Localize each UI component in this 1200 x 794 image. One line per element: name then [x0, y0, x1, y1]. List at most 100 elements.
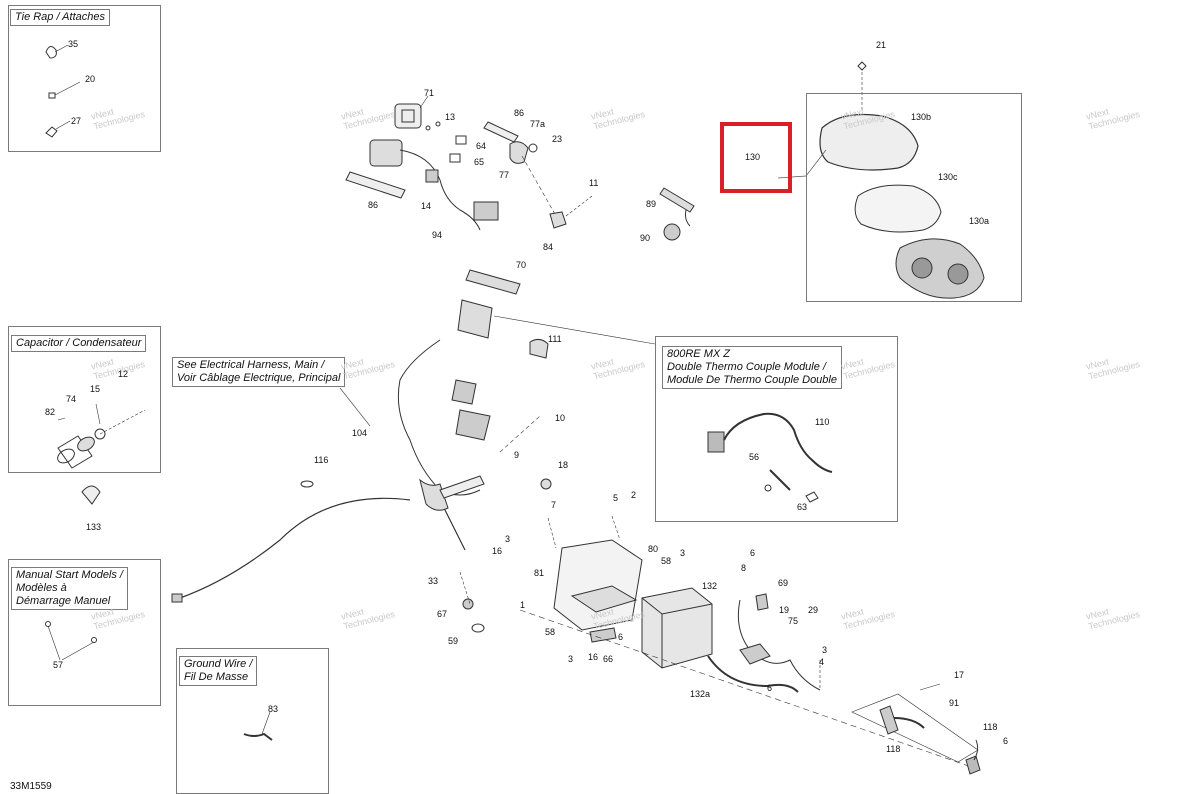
part-67 [462, 598, 474, 610]
part-label: 82 [45, 407, 56, 417]
tether-switch-part-90 [663, 223, 681, 241]
part-label: 5 [613, 493, 619, 503]
part-label: 56 [749, 452, 760, 462]
gauge-cluster-part-130 [819, 113, 985, 299]
part-label: 80 [648, 544, 659, 554]
tie-rap-box [8, 5, 161, 152]
part-label: 57 [53, 660, 64, 670]
part-label: 16 [492, 546, 503, 556]
part-label: 70 [516, 260, 527, 270]
part-label: 130a [969, 216, 990, 226]
part-label: 65 [474, 157, 485, 167]
part-label: 77 [499, 170, 510, 180]
tether-cord-part-89 [659, 187, 695, 213]
part-label: 89 [646, 199, 657, 209]
holder-part-84 [549, 211, 567, 229]
thermo-couple-part-110 [707, 412, 833, 491]
washer-part-74 [94, 428, 106, 440]
part-label: 84 [543, 242, 554, 252]
part-label: 19 [779, 605, 790, 615]
cover-part-133 [81, 485, 101, 505]
part-label: 91 [949, 698, 960, 708]
part-label: 90 [640, 233, 651, 243]
part-label: 58 [545, 627, 556, 637]
part-label: 67 [437, 609, 448, 619]
part-label: 86 [514, 108, 525, 118]
part-label: 83 [268, 704, 279, 714]
part-label: 3 [680, 548, 686, 558]
part-label: 23 [552, 134, 563, 144]
part-label: 130c [938, 172, 958, 182]
part-label: 3 [822, 645, 828, 655]
part-label: 118 [983, 722, 998, 732]
part-label: 14 [421, 201, 432, 211]
part-label: 59 [448, 636, 459, 646]
part-label: 71 [424, 88, 435, 98]
capacitor-box [8, 326, 161, 473]
part-label: 74 [66, 394, 77, 404]
clip-part-66 [589, 627, 617, 643]
part-label: 66 [603, 654, 614, 664]
part-label: 6 [1003, 736, 1009, 746]
part-label: 1 [520, 600, 526, 610]
part-label: 6 [750, 548, 756, 558]
part-label: 29 [808, 605, 819, 615]
part-label: 104 [352, 428, 368, 438]
part-label: 6 [767, 683, 773, 693]
part-label: 130 [745, 152, 761, 162]
ground-wire-part-83 [243, 732, 273, 741]
part-label: 111 [548, 334, 562, 344]
part-label: 11 [589, 178, 599, 188]
part-label: 132a [690, 689, 711, 699]
part-label: 81 [534, 568, 545, 578]
part-label: 116 [314, 455, 329, 465]
part-label: 8 [741, 563, 747, 573]
relay-part-19 [739, 643, 771, 665]
part-label: 86 [368, 200, 379, 210]
part-label: 94 [432, 230, 443, 240]
manual-start-box [8, 559, 161, 706]
part-label: 64 [476, 141, 487, 151]
part-label: 12 [118, 369, 129, 379]
part-label: 17 [954, 670, 965, 680]
part-label: 21 [876, 40, 887, 50]
sleeve-part-86a [345, 171, 406, 199]
part-59 [471, 623, 485, 633]
capacitor-title: Capacitor / Condensateur [11, 335, 147, 352]
part-label: 3 [505, 534, 511, 544]
part-label: 110 [815, 417, 830, 427]
part-label: 7 [551, 500, 557, 510]
part-label: 18 [558, 460, 569, 470]
diagram-id: 33M1559 [10, 781, 52, 792]
switch-housing-part-71 [369, 103, 499, 231]
clip-part-20 [48, 92, 56, 99]
ground-wire-title: Ground Wire / Fil De Masse [179, 656, 258, 686]
part-label: 27 [71, 116, 82, 126]
part-label: 58 [661, 556, 672, 566]
part-label: 75 [788, 616, 799, 626]
highlight-box-130 [720, 122, 792, 193]
part-label: 2 [631, 490, 637, 500]
part-label: 118 [886, 744, 901, 754]
part-label: 35 [68, 39, 79, 49]
part-label: 16 [588, 652, 599, 662]
part-label: 33 [428, 576, 439, 586]
part-label: 4 [819, 657, 825, 667]
tie-rap-title: Tie Rap / Attaches [10, 9, 110, 26]
part-label: 63 [797, 502, 808, 512]
bracket-part-80 [553, 539, 643, 631]
part-label: 132 [702, 581, 718, 591]
part-label: 3 [568, 654, 574, 664]
part-label: 130b [911, 112, 932, 122]
part-label: 77a [530, 119, 546, 129]
part-label: 20 [85, 74, 96, 84]
gauge-cluster-box [806, 93, 1022, 302]
part-label: 6 [618, 632, 624, 642]
harness-part-75 [707, 655, 799, 693]
manual-start-title: Manual Start Models / Modèles à Démarrag… [11, 567, 128, 610]
part-label: 15 [90, 384, 101, 394]
module-part-132 [641, 587, 713, 669]
part-label: 133 [86, 522, 102, 532]
